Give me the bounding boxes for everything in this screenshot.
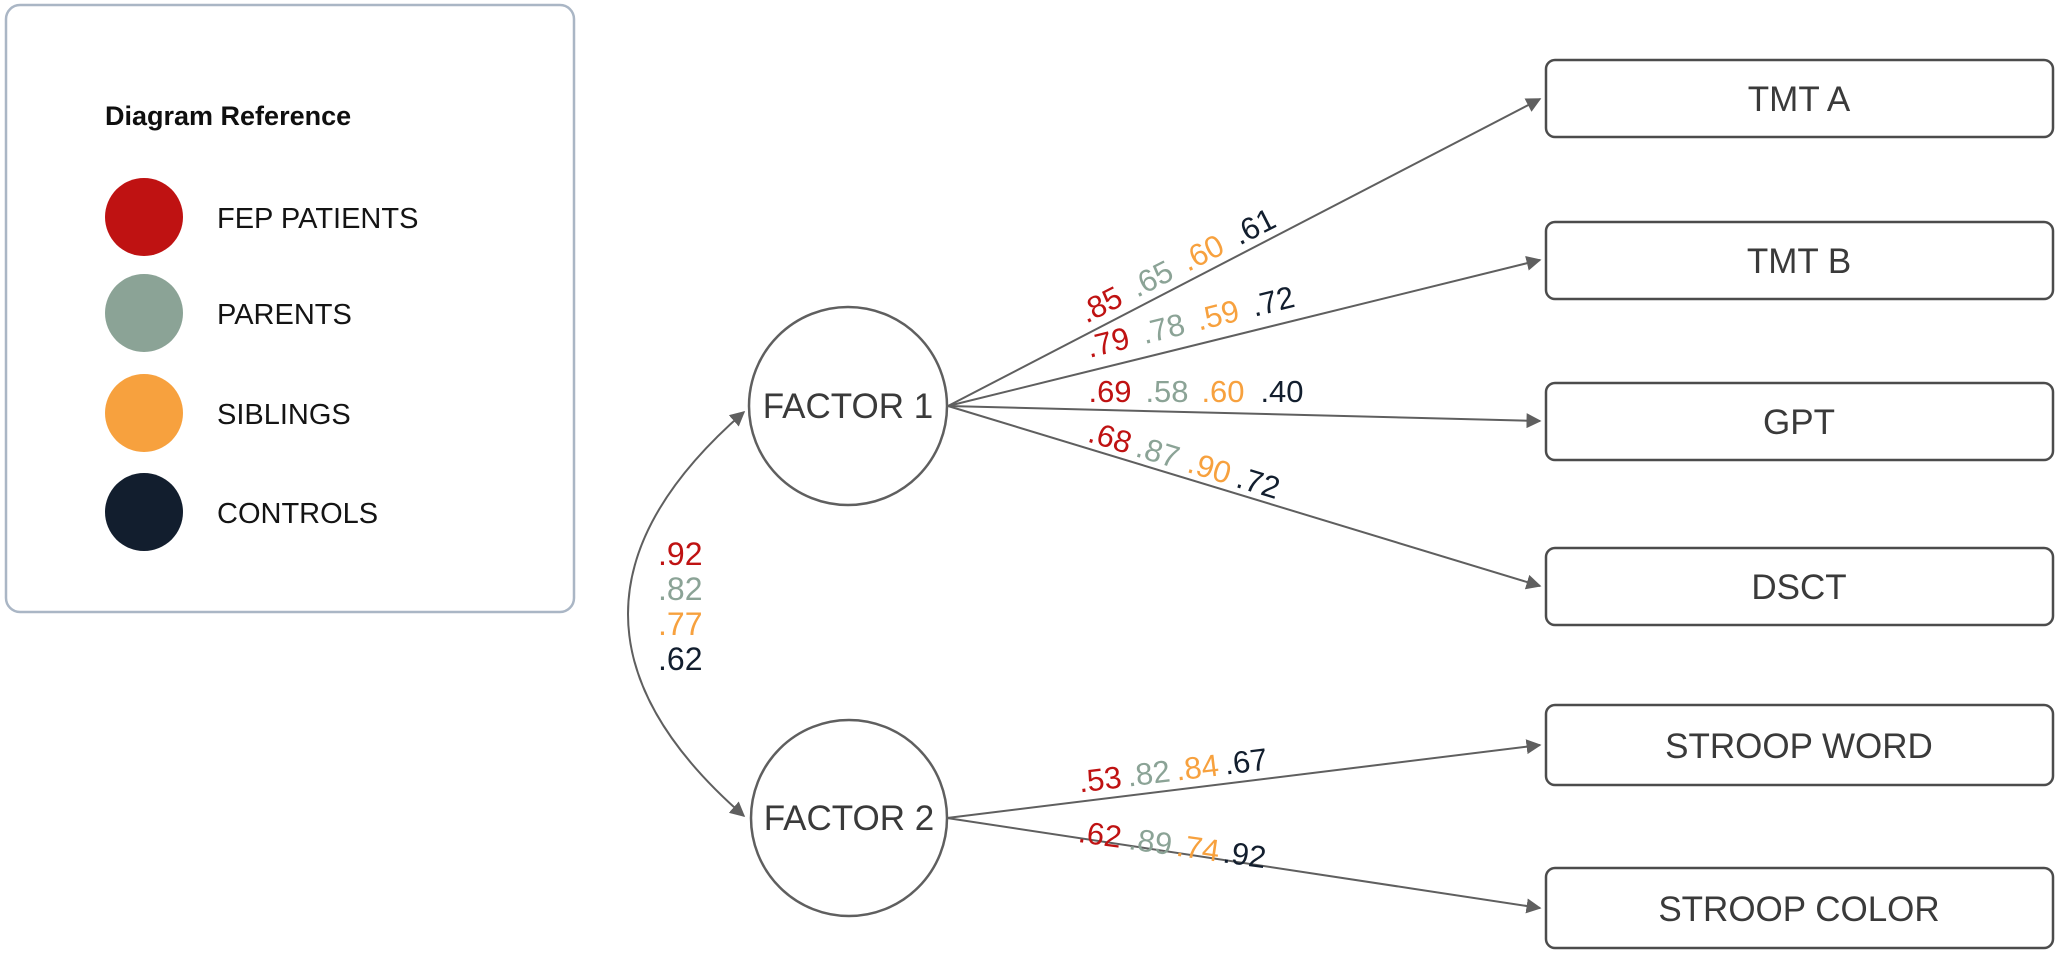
loading-value: .90: [1184, 445, 1235, 491]
correlation-value-parents: .82: [658, 571, 702, 607]
loadings-stroop-word: .53 .82 .84 .67: [1076, 742, 1269, 800]
loading-value: .62: [1076, 814, 1124, 855]
arrow-factor1-tmt-a: [947, 98, 1542, 407]
correlation-value-controls: .62: [658, 641, 702, 677]
loading-value: .68: [1084, 414, 1135, 460]
arrow-factor2-stroop-word: [946, 739, 1542, 819]
box-tmt-b: [1544, 220, 2055, 301]
observed-variable-labels: TMT A TMT B GPT DSCT STROOP WORD STROOP …: [1658, 80, 1939, 929]
loading-value: .84: [1174, 748, 1221, 788]
legend-label-parents: PARENTS: [217, 299, 352, 331]
box-label-tmt-a: TMT A: [1748, 80, 1851, 119]
loading-value: .87: [1132, 429, 1183, 475]
factor-1-circle: [747, 305, 949, 507]
loading-value: .72: [1233, 460, 1284, 506]
legend-dot-siblings-icon: [105, 374, 183, 452]
legend-panel: Diagram Reference FEP PATIENTS PARENTS S…: [4, 3, 576, 614]
path-arrows: [627, 98, 1542, 914]
correlation-value-fep: .92: [658, 536, 702, 572]
loading-value: .60: [1175, 227, 1229, 278]
box-tmt-a: [1544, 58, 2055, 139]
correlation-curve: [627, 411, 746, 817]
loading-value: .92: [1221, 834, 1269, 875]
correlation-values: .92 .82 .77 .62: [658, 536, 702, 677]
loading-value: .60: [1201, 374, 1244, 409]
arrow-factor1-dsct: [947, 405, 1542, 590]
box-label-dsct: DSCT: [1751, 568, 1846, 607]
legend-panel-border: [4, 3, 576, 614]
factor-1-label: FACTOR 1: [763, 387, 934, 426]
legend-label-controls: CONTROLS: [217, 498, 378, 530]
box-label-stroop-color: STROOP COLOR: [1658, 890, 1939, 929]
loading-value: .61: [1227, 201, 1281, 252]
loading-value: .74: [1174, 828, 1222, 869]
legend-dot-parents-icon: [105, 274, 183, 352]
loading-value: .58: [1145, 374, 1188, 409]
observed-variable-boxes: [1544, 58, 2055, 950]
latent-factors: FACTOR 1 FACTOR 2: [747, 305, 949, 918]
box-label-stroop-word: STROOP WORD: [1665, 727, 1933, 766]
box-label-tmt-b: TMT B: [1747, 242, 1851, 281]
legend-label-siblings: SIBLINGS: [217, 399, 351, 431]
correlation-value-siblings: .77: [658, 606, 702, 642]
arrow-factor2-stroop-color: [946, 817, 1542, 914]
loadings-dsct: .68 .87 .90 .72: [1084, 414, 1284, 505]
loading-value: .69: [1088, 374, 1131, 409]
box-stroop-word: [1544, 703, 2055, 787]
loadings-stroop-color: .62 .89 .74 .92: [1076, 814, 1268, 875]
arrow-factor1-gpt: [947, 405, 1542, 429]
loading-value: .53: [1076, 760, 1123, 800]
box-dsct: [1544, 546, 2055, 627]
legend-dot-controls-icon: [105, 473, 183, 551]
factor-2-circle: [749, 718, 949, 918]
legend-title: Diagram Reference: [105, 101, 351, 131]
loading-value: .67: [1222, 742, 1269, 782]
legend-dot-fep-patients-icon: [105, 178, 183, 256]
loading-value: .40: [1260, 374, 1303, 409]
box-gpt: [1544, 381, 2055, 462]
factor-2-label: FACTOR 2: [764, 799, 935, 838]
loading-value: .72: [1248, 279, 1298, 323]
loading-value: .59: [1192, 293, 1242, 337]
arrow-factor1-tmt-b: [947, 255, 1542, 407]
loading-value: .65: [1124, 253, 1178, 304]
loading-value: .78: [1138, 307, 1188, 351]
loadings-tmt-b: .79 .78 .59 .72: [1083, 279, 1298, 365]
loading-value: .82: [1125, 754, 1172, 794]
box-label-gpt: GPT: [1763, 403, 1835, 442]
loading-value: .89: [1127, 821, 1175, 862]
box-stroop-color: [1544, 866, 2055, 950]
legend-label-fep-patients: FEP PATIENTS: [217, 203, 418, 235]
loadings-gpt: .69 .58 .60 .40: [1088, 374, 1303, 409]
